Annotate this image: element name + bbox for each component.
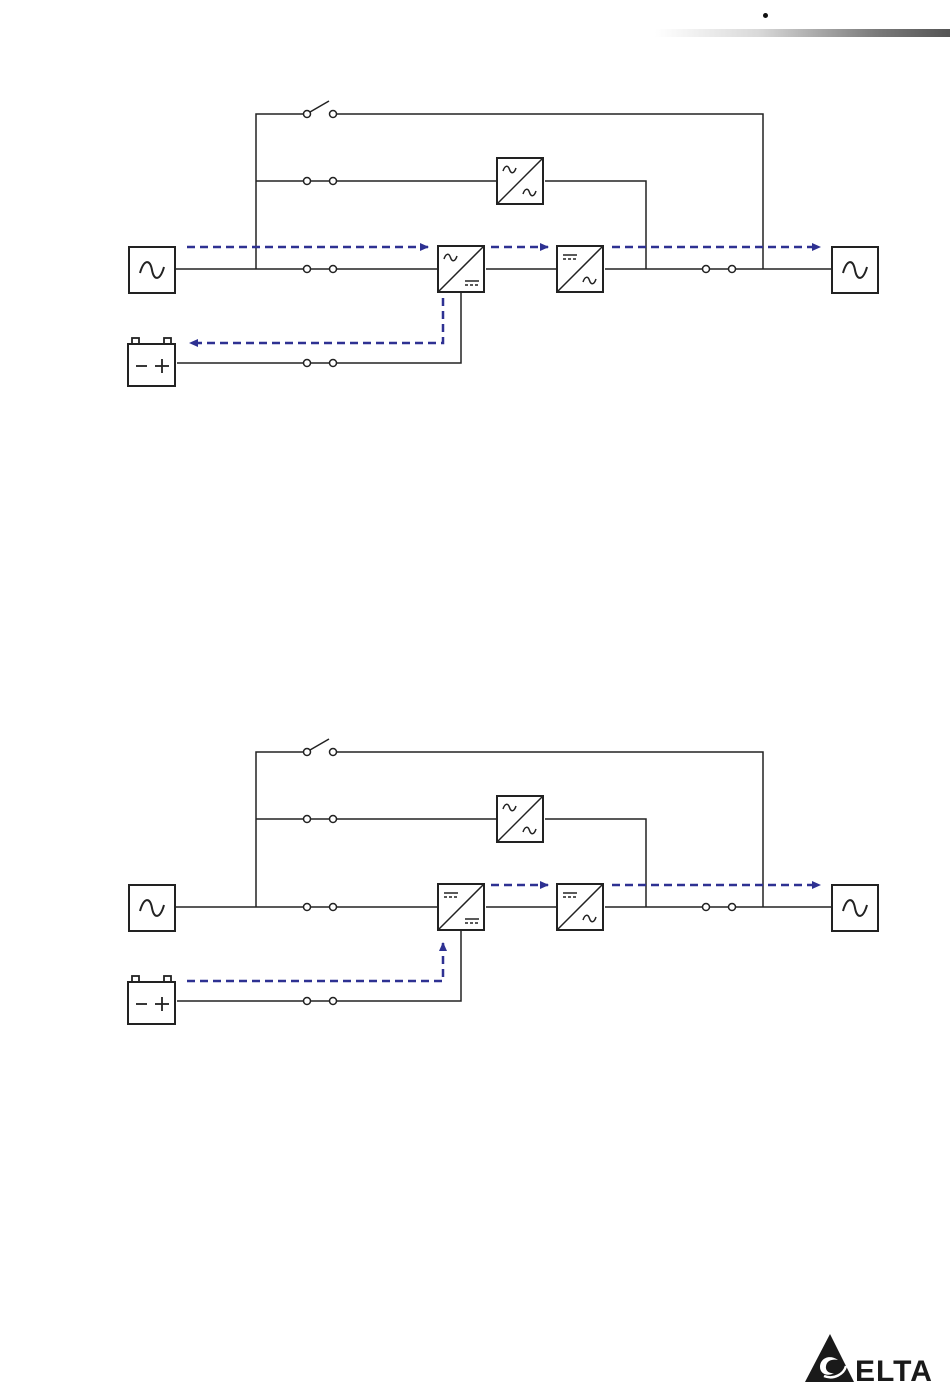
ac-load-icon [832, 247, 878, 293]
logo-text: ELTA [855, 1357, 933, 1387]
battery-icon [128, 976, 175, 1024]
dc-dc-converter-icon [438, 884, 484, 930]
battery-icon [128, 338, 175, 386]
ac-source-icon [129, 247, 175, 293]
ac-source-icon [129, 885, 175, 931]
battery-mode-diagram [0, 638, 950, 1058]
inverter-icon [557, 246, 603, 292]
inverter-icon [557, 884, 603, 930]
battery-mode-schematic [0, 638, 950, 1058]
ac-load-icon [832, 885, 878, 931]
rectifier-icon [438, 246, 484, 292]
normal-mode-schematic [0, 0, 950, 420]
bypass-converter-icon [497, 158, 543, 204]
normal-mode-diagram [0, 0, 950, 420]
bypass-converter-icon [497, 796, 543, 842]
